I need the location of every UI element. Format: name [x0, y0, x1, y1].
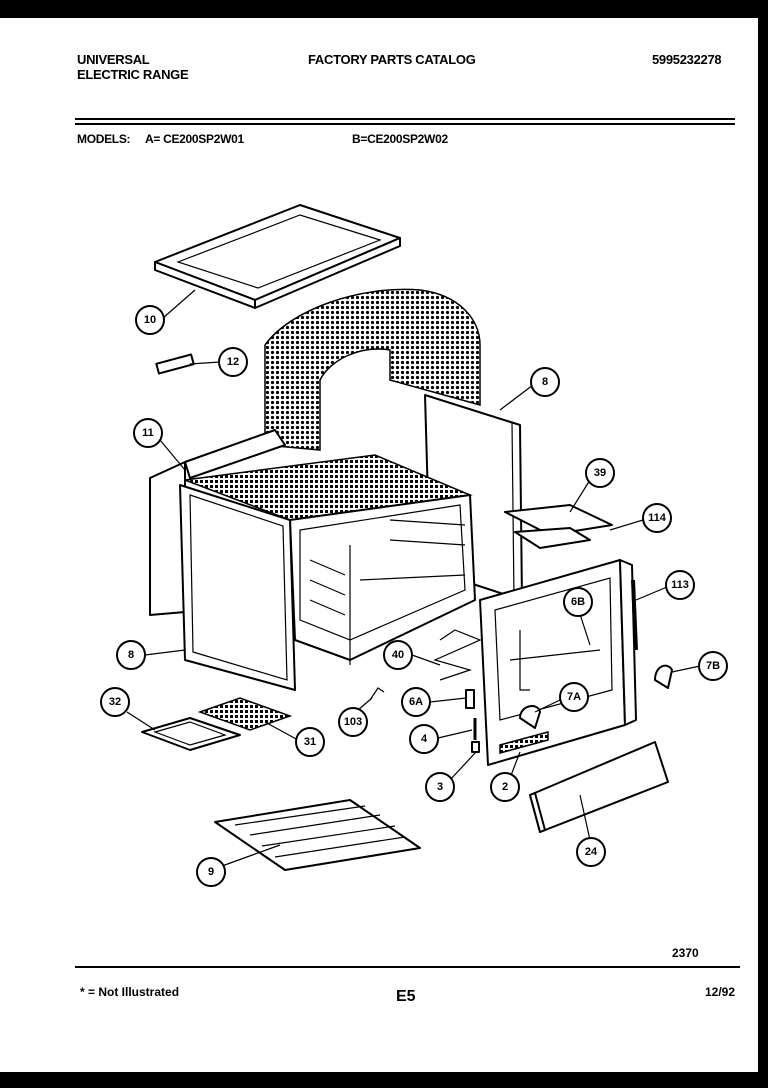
header-rule-bottom — [75, 123, 735, 125]
model-a: A= CE200SP2W01 — [145, 132, 244, 146]
header-rule-top — [75, 118, 735, 120]
scan-border-right — [758, 0, 768, 1088]
callout-8-front: 8 — [116, 640, 146, 670]
callout-7B: 7B — [698, 651, 728, 681]
brand-line-2: ELECTRIC RANGE — [77, 67, 189, 82]
scan-border-bottom — [0, 1072, 768, 1088]
svg-text:7B: 7B — [706, 660, 720, 672]
svg-text:31: 31 — [304, 736, 316, 748]
broiler-pan — [141, 717, 241, 751]
catalog-title: FACTORY PARTS CATALOG — [308, 52, 476, 67]
svg-text:7A: 7A — [567, 691, 581, 703]
footer-rule — [75, 966, 740, 968]
callout-2: 2 — [490, 772, 520, 802]
models-label: MODELS: — [77, 132, 131, 146]
callout-24: 24 — [576, 837, 606, 867]
hinge-brackets — [504, 504, 613, 549]
svg-text:6B: 6B — [571, 596, 585, 608]
svg-text:9: 9 — [208, 866, 214, 878]
svg-text:114: 114 — [648, 512, 667, 524]
catalog-number: 5995232278 — [652, 52, 722, 67]
insulation-wrap — [264, 288, 481, 451]
oven-body — [184, 454, 476, 665]
broiler-grid — [197, 697, 293, 731]
callout-39: 39 — [585, 458, 615, 488]
callout-3: 3 — [425, 772, 455, 802]
revision-date: 12/92 — [705, 985, 736, 999]
callout-8-rear: 8 — [530, 367, 560, 397]
callout-7A: 7A — [559, 682, 589, 712]
page-number: E5 — [396, 988, 416, 1005]
callout-113: 113 — [665, 570, 695, 600]
bottom-trim — [499, 731, 549, 754]
svg-text:6A: 6A — [409, 696, 423, 708]
model-b: B=CE200SP2W02 — [352, 132, 448, 146]
svg-text:10: 10 — [144, 314, 156, 326]
callout-6A: 6A — [401, 687, 431, 717]
svg-text:11: 11 — [142, 427, 154, 439]
callout-114: 114 — [642, 503, 672, 533]
door-gasket — [631, 579, 638, 651]
callout-11: 11 — [133, 418, 163, 448]
svg-text:12: 12 — [227, 356, 239, 368]
terminal-bracket — [155, 353, 195, 375]
small-fasteners — [471, 718, 480, 753]
front-left-panel — [179, 484, 296, 691]
kick-panel — [529, 741, 669, 833]
hinge-pin — [465, 689, 475, 709]
callout-10: 10 — [135, 305, 165, 335]
callout-40: 40 — [383, 640, 413, 670]
callout-32: 32 — [100, 687, 130, 717]
callout-4: 4 — [409, 724, 439, 754]
brand-line-1: UNIVERSAL — [77, 52, 150, 67]
svg-text:3: 3 — [437, 781, 443, 793]
svg-text:32: 32 — [109, 696, 121, 708]
oven-rack — [214, 799, 421, 871]
cooktop-panel — [154, 204, 401, 309]
svg-text:39: 39 — [594, 467, 606, 479]
svg-text:4: 4 — [421, 733, 428, 745]
footnote: * = Not Illustrated — [80, 985, 180, 999]
door-hinge-part — [654, 664, 673, 689]
callout-12: 12 — [218, 347, 248, 377]
svg-text:8: 8 — [128, 649, 134, 661]
svg-text:103: 103 — [344, 716, 362, 728]
callout-31: 31 — [295, 727, 325, 757]
scan-border-top — [0, 0, 768, 18]
leader-lines — [126, 289, 701, 867]
svg-text:40: 40 — [392, 649, 404, 661]
svg-text:8: 8 — [542, 376, 548, 388]
svg-text:2: 2 — [502, 781, 508, 793]
callout-6B: 6B — [563, 587, 593, 617]
diagram-number: 2370 — [672, 946, 699, 960]
svg-text:24: 24 — [585, 846, 598, 858]
callout-9: 9 — [196, 857, 226, 887]
oven-sensor — [369, 687, 385, 701]
left-side-panel — [149, 429, 286, 616]
svg-text:113: 113 — [671, 579, 689, 591]
callout-103: 103 — [338, 707, 368, 737]
bake-element — [433, 629, 482, 681]
